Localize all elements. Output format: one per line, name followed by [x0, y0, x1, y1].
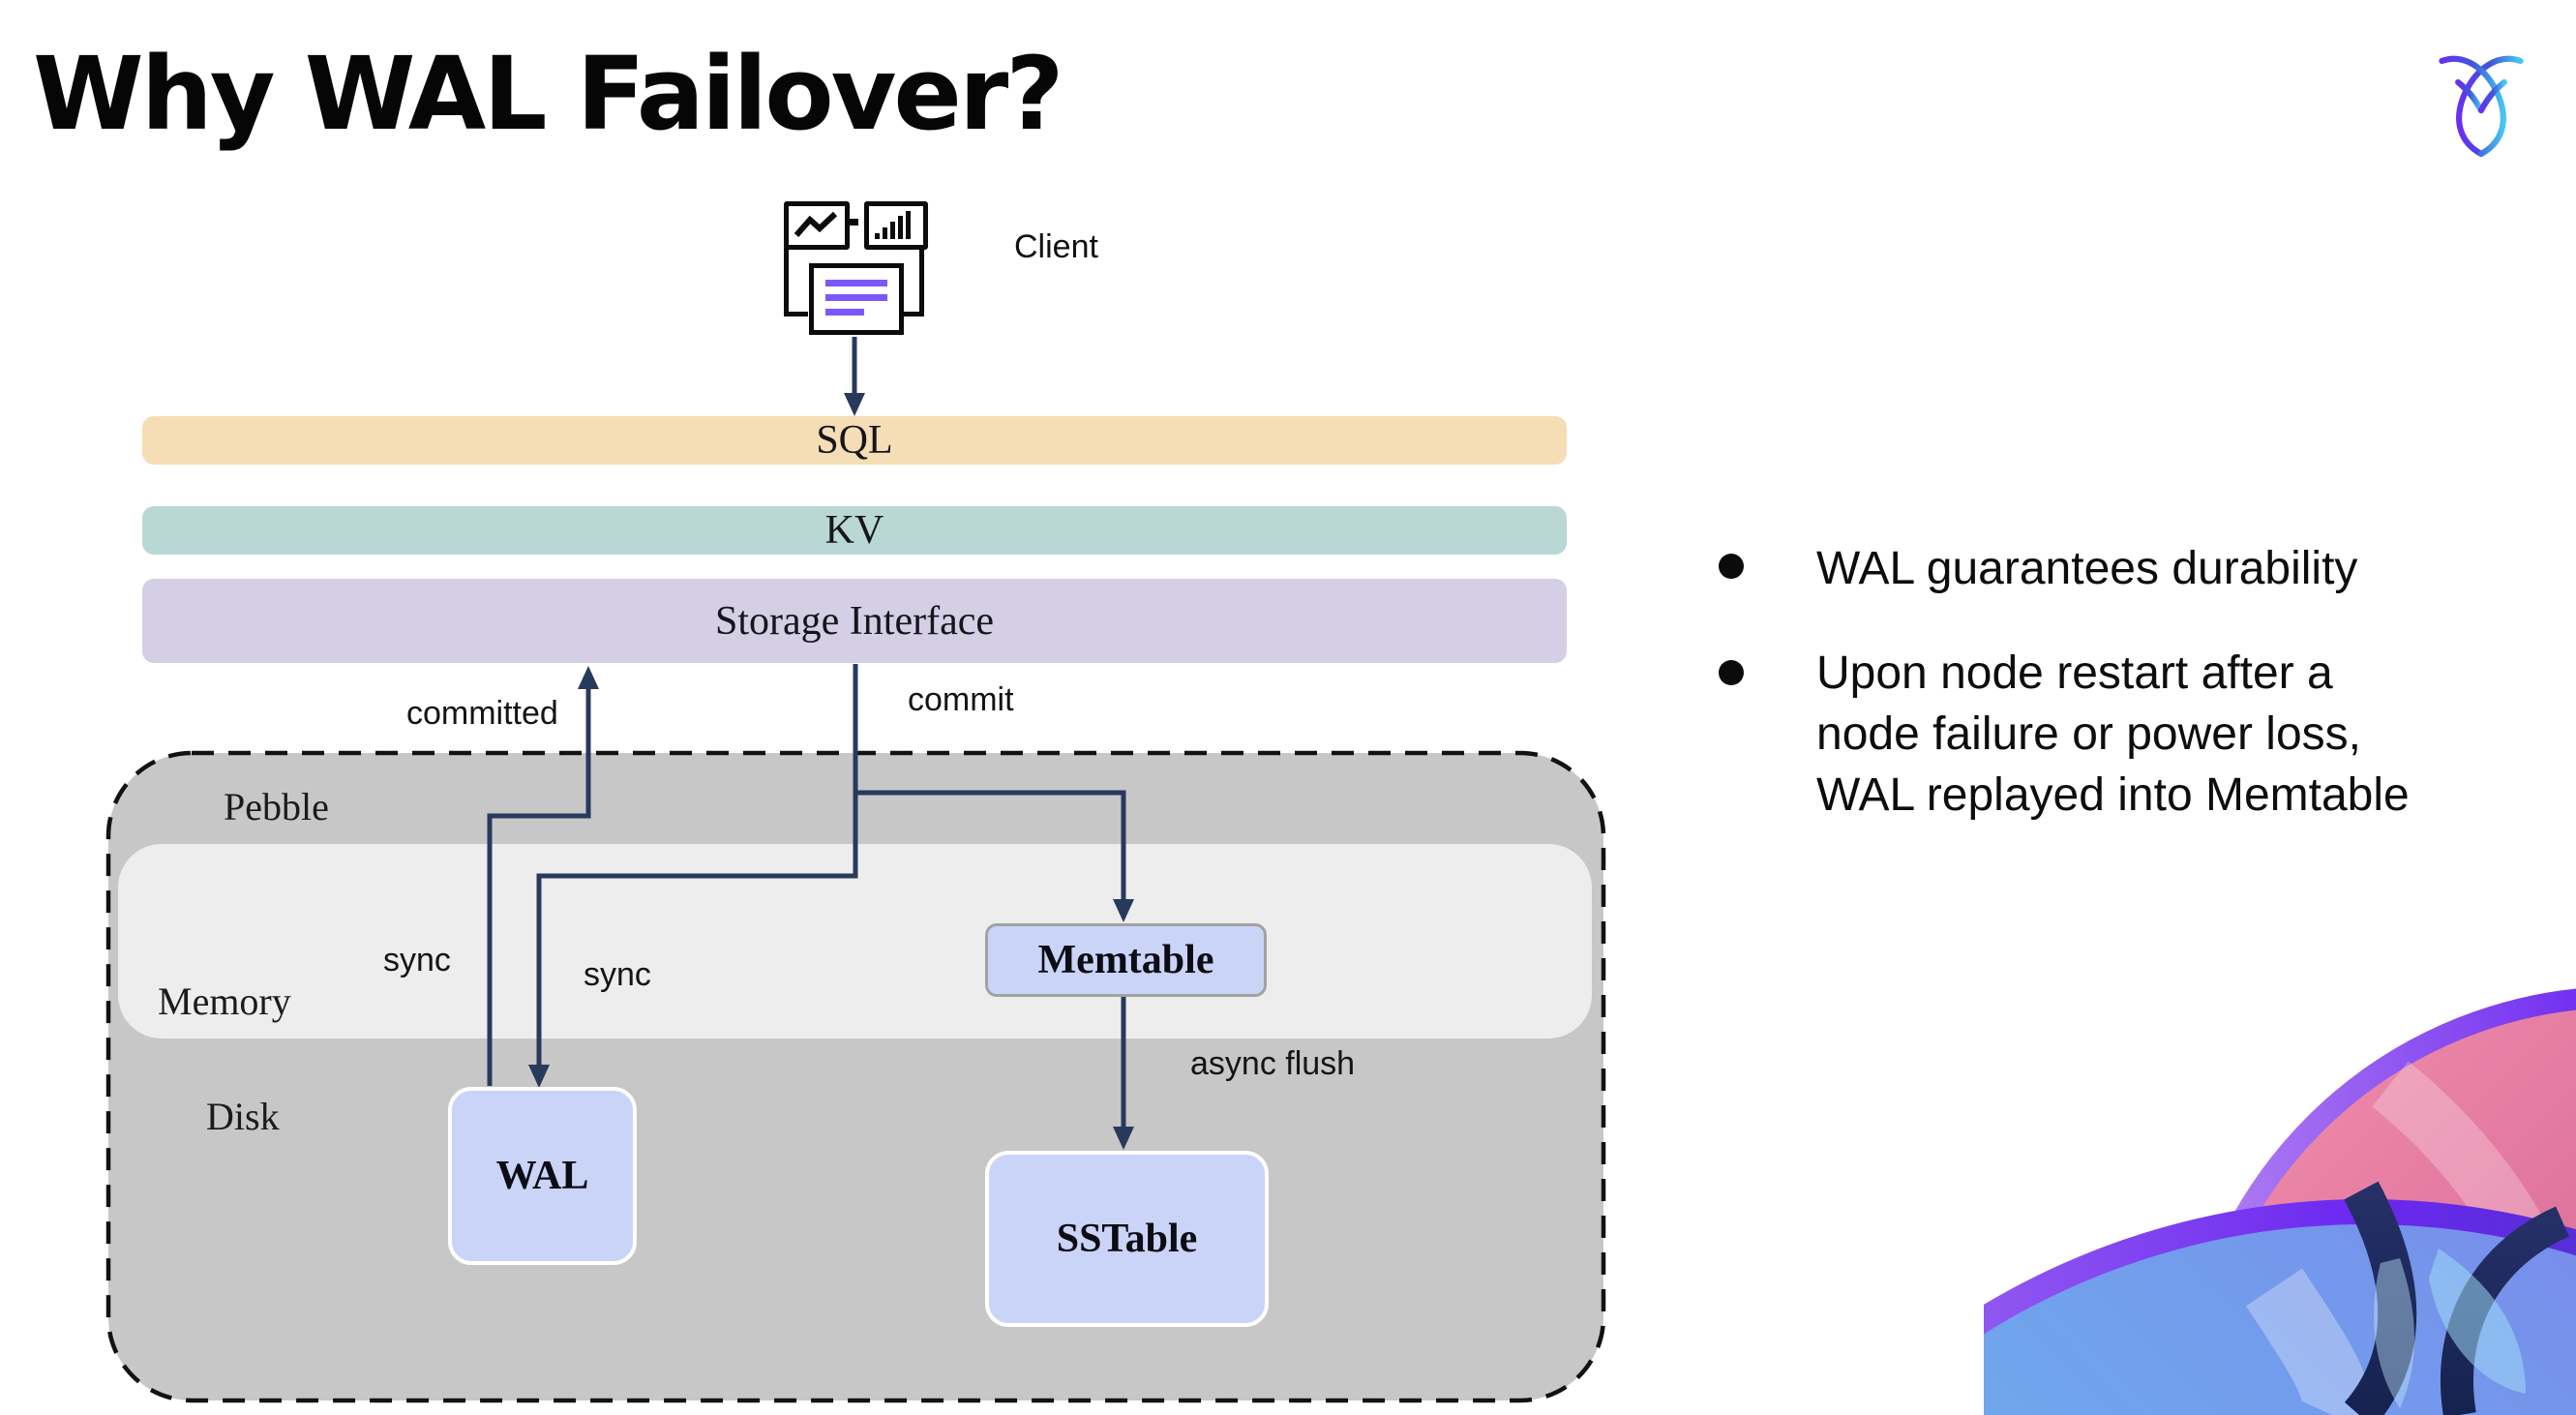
committed-edge-label: committed: [406, 695, 558, 732]
storage-interface-layer-bar: Storage Interface: [142, 579, 1567, 663]
memory-label: Memory: [158, 979, 291, 1023]
client-barchart-monitor-icon: [864, 201, 928, 250]
sql-layer-bar: SQL: [142, 416, 1567, 465]
bullet-dot: [1719, 660, 1744, 685]
bullet-line: Upon node restart after a: [1816, 647, 2333, 699]
bullet-item-replay: Upon node restart after a node failure o…: [1816, 643, 2410, 826]
commit-edge-label: commit: [908, 681, 1014, 718]
wal-node-label: WAL: [495, 1154, 589, 1198]
async-flush-edge-label: async flush: [1190, 1045, 1356, 1082]
bullet-line: WAL replayed into Memtable: [1816, 769, 2410, 821]
icon-connector-dash: [846, 219, 858, 226]
cockroachdb-decoration: [1984, 988, 2576, 1415]
sstable-node: SSTable: [985, 1151, 1269, 1327]
pebble-label: Pebble: [224, 785, 329, 828]
client-label: Client: [1014, 228, 1098, 265]
bullet-dot: [1719, 554, 1744, 579]
client-chart-monitor-icon: [784, 201, 850, 250]
cockroachdb-logo: [2439, 55, 2524, 158]
sql-layer-label: SQL: [816, 418, 893, 463]
sync-left-edge-label: sync: [383, 942, 451, 978]
wal-node: WAL: [448, 1087, 637, 1265]
kv-layer-label: KV: [824, 508, 884, 553]
right-bracket-icon: [900, 248, 924, 316]
page-title: Why WAL Failover?: [33, 35, 1064, 153]
memtable-node-label: Memtable: [1037, 938, 1214, 982]
kv-layer-bar: KV: [142, 506, 1567, 555]
sstable-node-label: SSTable: [1056, 1217, 1198, 1261]
bullet-line: node failure or power loss,: [1816, 708, 2361, 760]
bullet-item-durability: WAL guarantees durability: [1816, 543, 2358, 594]
disk-label: Disk: [206, 1095, 280, 1138]
memtable-node: Memtable: [985, 923, 1267, 997]
storage-interface-layer-label: Storage Interface: [715, 598, 994, 644]
client-document-icon: [809, 263, 904, 335]
sync-right-edge-label: sync: [584, 956, 651, 993]
left-bracket-icon: [784, 248, 808, 316]
